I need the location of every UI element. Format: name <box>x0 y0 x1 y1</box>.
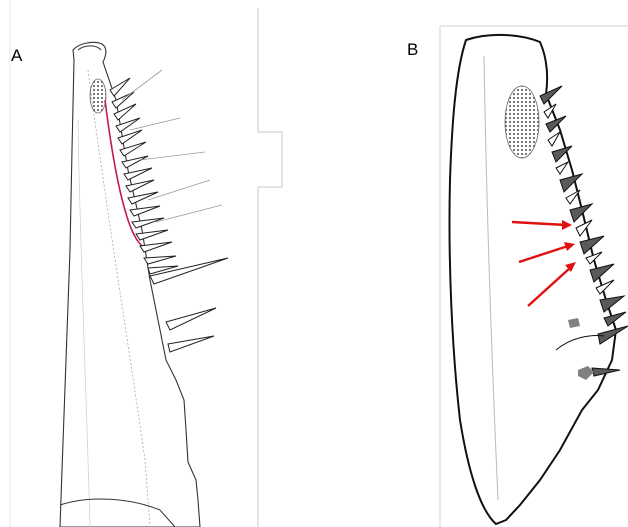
panel-a-frame-tab <box>258 8 282 527</box>
jaw-b-dotted-patch <box>505 86 539 158</box>
jaw-a-outline <box>60 42 200 527</box>
jaw-a-dotted-patch <box>90 79 106 113</box>
panel-b-drawing <box>440 26 628 527</box>
panel-a-drawing <box>10 0 282 527</box>
